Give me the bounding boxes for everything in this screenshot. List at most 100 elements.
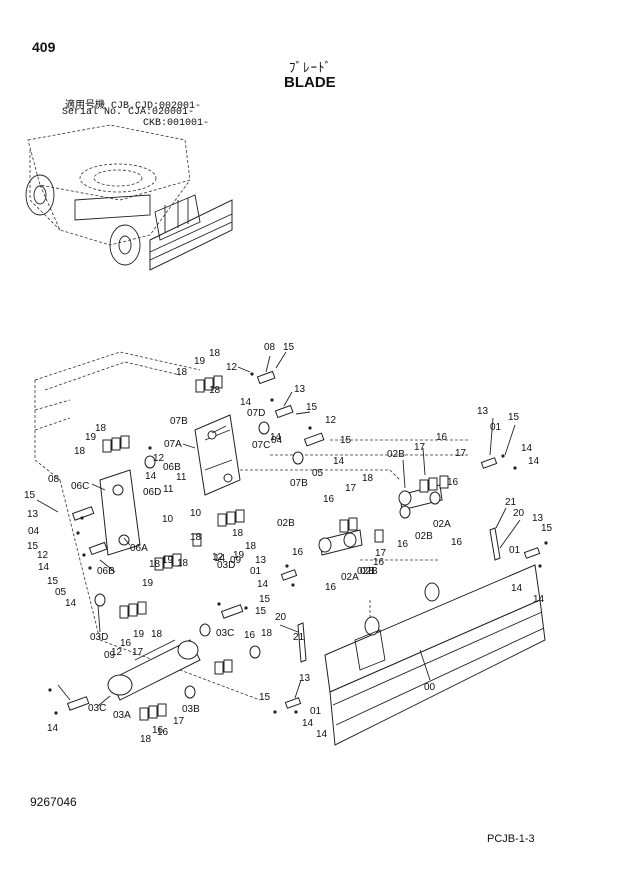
cylinder-03A bbox=[107, 639, 201, 701]
callout-label: 19 bbox=[233, 550, 245, 561]
callout-label: 16 bbox=[397, 539, 409, 550]
callout-label: 10 bbox=[162, 514, 174, 525]
shim-stacks bbox=[102, 375, 449, 721]
callout-label: 14 bbox=[65, 598, 77, 609]
callout-label: 07D bbox=[247, 408, 265, 419]
document-number: 9267046 bbox=[30, 795, 77, 809]
callout-label: 08 bbox=[264, 342, 276, 353]
callout-label: 07C bbox=[252, 440, 270, 451]
callout-label: 10 bbox=[190, 508, 202, 519]
callout-label: 14 bbox=[511, 583, 523, 594]
callout-label: 14 bbox=[333, 456, 345, 467]
callout-label: 01 bbox=[310, 706, 322, 717]
callout-label: 03C bbox=[216, 628, 234, 639]
callout-label: 18 bbox=[261, 628, 273, 639]
callout-label: 17 bbox=[375, 548, 387, 559]
pins-and-bushings bbox=[66, 370, 541, 711]
callout-label: 13 bbox=[477, 406, 489, 417]
callout-label: 16 bbox=[292, 547, 304, 558]
callout-label: 14 bbox=[145, 471, 157, 482]
callout-label: 02B bbox=[360, 566, 378, 577]
callout-label: 15 bbox=[306, 402, 318, 413]
callout-label: 05 bbox=[55, 587, 67, 598]
callout-label: 17 bbox=[173, 716, 185, 727]
callout-label: 18 bbox=[177, 558, 189, 569]
callout-label: 19 bbox=[142, 578, 154, 589]
callout-label: 12 bbox=[111, 647, 123, 658]
callout-label: 20 bbox=[513, 508, 525, 519]
callout-label: 03D bbox=[90, 632, 108, 643]
callout-label: 18 bbox=[362, 473, 374, 484]
callout-label: 02A bbox=[433, 519, 451, 530]
chassis-frame bbox=[34, 351, 470, 701]
callout-label: 09 bbox=[104, 650, 116, 661]
callout-label: 16 bbox=[157, 727, 169, 738]
callout-label: 16 bbox=[373, 557, 385, 568]
callout-label: 17 bbox=[132, 647, 144, 658]
callout-label: 12 bbox=[325, 415, 337, 426]
callout-label: 15 bbox=[283, 342, 295, 353]
callout-label: 16 bbox=[436, 432, 448, 443]
callout-label: 15 bbox=[24, 490, 36, 501]
callout-label: 16 bbox=[120, 638, 132, 649]
callout-label: 18 bbox=[209, 348, 221, 359]
callout-label: 12 bbox=[226, 362, 238, 373]
bolts-21-20 bbox=[297, 527, 501, 663]
callout-label: 15 bbox=[508, 412, 520, 423]
callout-label: 21 bbox=[505, 497, 517, 508]
callout-label: 14 bbox=[257, 579, 269, 590]
callout-label: 03A bbox=[113, 710, 131, 721]
serial-line-2: Serial No. CJA:020001- bbox=[62, 107, 195, 118]
callout-label: 13 bbox=[255, 555, 267, 566]
leader-lines bbox=[36, 351, 521, 707]
callout-label: 02B bbox=[277, 518, 295, 529]
callout-label: 18 bbox=[95, 423, 107, 434]
callout-label: 16 bbox=[244, 630, 256, 641]
callout-label: 13 bbox=[299, 673, 311, 684]
callout-label: 04 bbox=[28, 526, 40, 537]
callout-label: 14 bbox=[47, 723, 59, 734]
callout-label: 15 bbox=[340, 435, 352, 446]
page-title: BLADE bbox=[284, 74, 336, 91]
callout-label: 18 bbox=[176, 367, 188, 378]
callout-label: 17 bbox=[414, 442, 426, 453]
callout-label: 05 bbox=[312, 468, 324, 479]
callout-label: 04 bbox=[271, 435, 283, 446]
bracket-07A bbox=[194, 414, 241, 496]
callout-label: 14 bbox=[528, 456, 540, 467]
callout-label: 13 bbox=[27, 509, 39, 520]
callout-label: 06D bbox=[143, 487, 161, 498]
reference-code: PCJB-1-3 bbox=[487, 833, 535, 845]
callout-label: 03D bbox=[217, 560, 235, 571]
callout-label: 15 bbox=[541, 523, 553, 534]
callout-label: 13 bbox=[294, 384, 306, 395]
callout-label: 12 bbox=[37, 550, 49, 561]
callout-label: 15 bbox=[259, 692, 271, 703]
callout-label: 14 bbox=[316, 729, 328, 740]
callout-label: 19 bbox=[133, 629, 145, 640]
callout-label: 16 bbox=[447, 477, 459, 488]
callout-label: 11 bbox=[176, 472, 187, 483]
callout-label: 18 bbox=[190, 532, 202, 543]
callout-label: 17 bbox=[455, 448, 467, 459]
callout-label: 07B bbox=[290, 478, 308, 489]
callout-label: 18 bbox=[149, 559, 161, 570]
machine-thumbnail bbox=[25, 124, 233, 271]
callout-label: 17 bbox=[345, 483, 357, 494]
callout-label: 02A bbox=[341, 572, 359, 583]
serial-line-1: 適用号機 CJB.CJD:002001- bbox=[65, 101, 202, 112]
callout-label: 06C bbox=[71, 481, 89, 492]
link-02A bbox=[319, 484, 443, 556]
callout-label: 11 bbox=[163, 484, 174, 495]
callout-label: 02B bbox=[357, 566, 375, 577]
callout-label: 15 bbox=[47, 576, 59, 587]
callout-label: 00 bbox=[424, 682, 436, 693]
callout-label: 15 bbox=[255, 606, 267, 617]
callout-label: 14 bbox=[533, 594, 545, 605]
callout-label: 03C bbox=[88, 703, 106, 714]
callout-label: 18 bbox=[232, 528, 244, 539]
callout-label: 01 bbox=[250, 566, 262, 577]
callout-label: 06B bbox=[97, 566, 115, 577]
